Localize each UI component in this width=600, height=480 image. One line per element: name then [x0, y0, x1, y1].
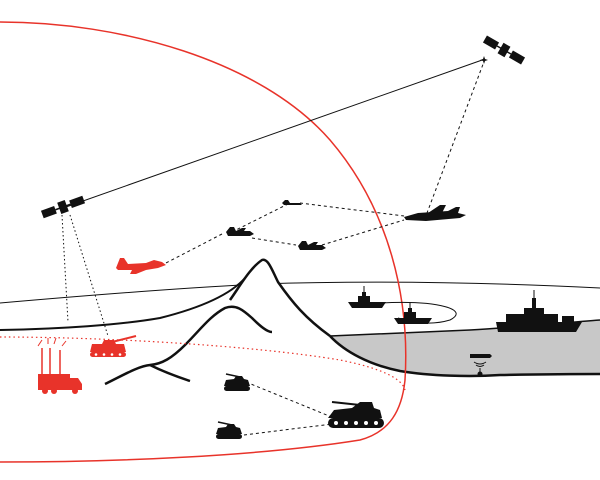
tank-icon [327, 401, 385, 429]
link-satellite-satellite [65, 58, 486, 208]
sea-region [330, 320, 600, 376]
armored-vehicle-icon [223, 373, 251, 392]
coverage-dome [0, 21, 407, 463]
link-uav-enemy-jet [161, 233, 223, 266]
link-vehicle-tank [245, 381, 335, 419]
satellite-icon [39, 193, 87, 221]
land-edge [0, 277, 246, 331]
horizon-line [0, 281, 600, 304]
link-uav-fighter [299, 202, 405, 217]
patrol-boat-icon [393, 301, 433, 325]
jet-fighter-icon [116, 258, 166, 274]
link-uav-fighter-2 [321, 219, 405, 246]
link-satellite-artillery [69, 214, 109, 337]
mountain-fill [230, 259, 330, 336]
stealth-fighter-icon [404, 205, 466, 221]
warship-icon [495, 289, 583, 333]
link-uav-uav-2 [251, 237, 297, 246]
mountain-foot [149, 363, 191, 383]
armored-vehicle-icon [215, 421, 243, 440]
mountain-peak [228, 258, 331, 338]
link-uav-uav [231, 202, 291, 233]
link-vehicle2-tank [243, 423, 333, 436]
satellite-icon [481, 33, 527, 67]
sonar-icon [470, 354, 492, 377]
signal-star-icon [480, 56, 488, 64]
shore-edge [329, 335, 600, 378]
mountain-ridge [104, 305, 273, 386]
patrol-boat-icon [347, 285, 387, 309]
jammer-truck-icon [37, 337, 83, 395]
uav-icon [298, 241, 326, 250]
link-satellite-jammer [61, 214, 69, 323]
link-satellite-fighter [426, 58, 486, 214]
uav-icon [282, 200, 302, 205]
links [61, 58, 486, 436]
